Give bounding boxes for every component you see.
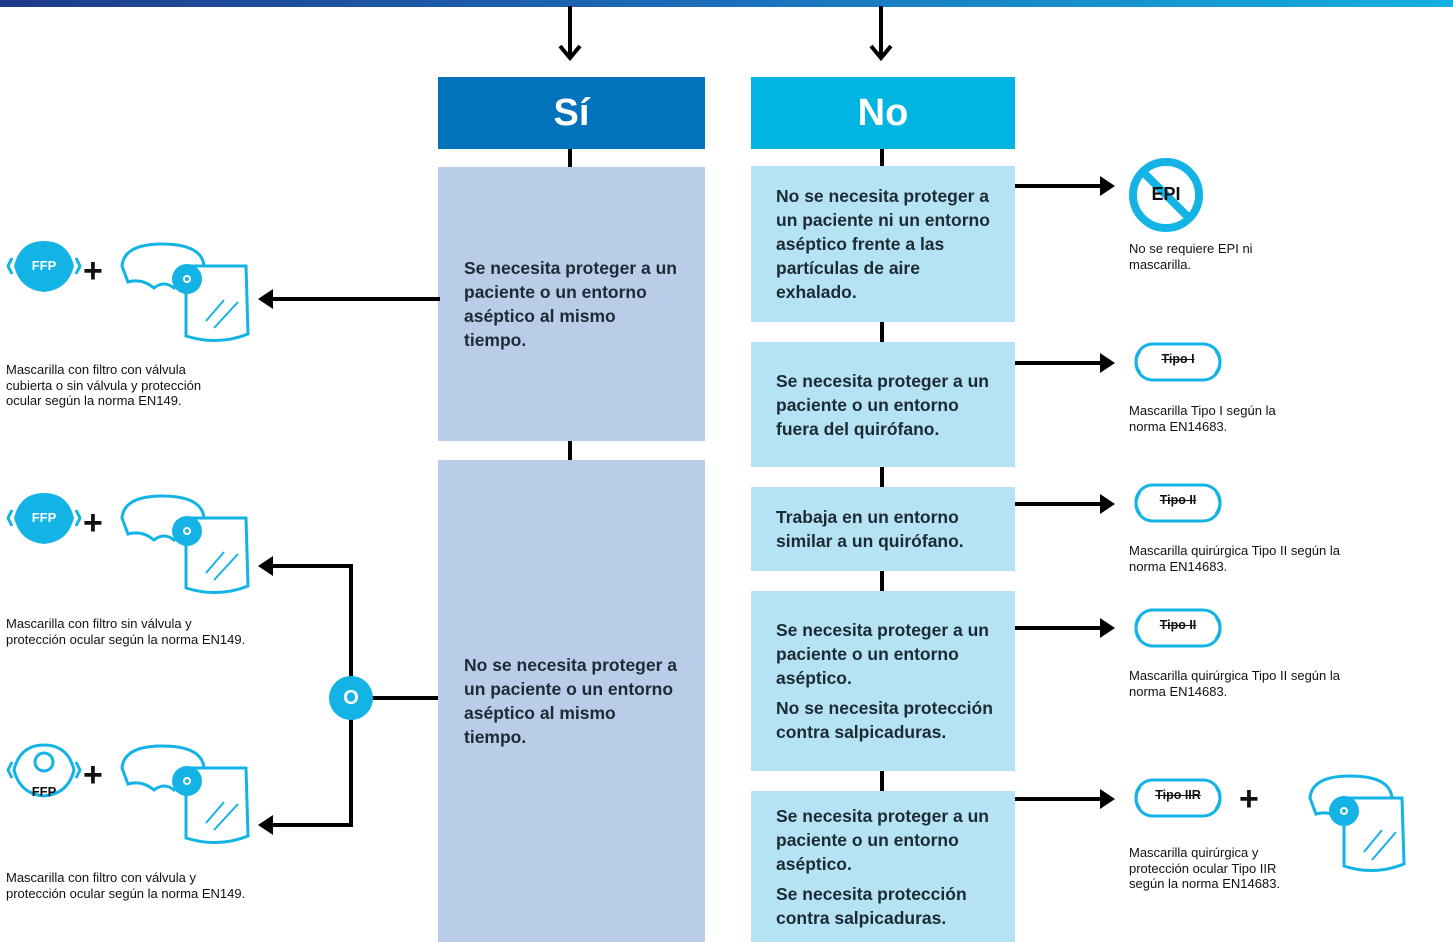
no-box-1: No se necesita proteger a un paciente ni… — [751, 166, 1015, 322]
arrow-right-icon — [1015, 176, 1115, 196]
box-text: No se necesita protección contra salpica… — [776, 698, 993, 742]
plus-icon: + — [1239, 780, 1259, 818]
no-epi-icon — [1129, 158, 1203, 232]
connector-line — [568, 441, 572, 460]
surgical-mask-icon: Tipo I — [1130, 342, 1226, 382]
surgical-mask-icon: Tipo II — [1130, 483, 1226, 523]
surgical-mask-icon: Tipo IIR — [1130, 778, 1226, 818]
goggles-shield-icon — [120, 744, 250, 845]
no-box-3: Trabaja en un entorno similar a un quiró… — [751, 487, 1015, 571]
connector-line — [880, 771, 884, 791]
arrow-right-icon — [1015, 494, 1115, 514]
caption: Mascarilla quirúrgica Tipo II según la n… — [1129, 668, 1340, 699]
box-text: No se necesita proteger a un paciente o … — [464, 655, 677, 747]
box-text: Se necesita proteger a un paciente o un … — [776, 620, 989, 688]
surgical-mask-icon: Tipo II — [1130, 608, 1226, 648]
caption: Mascarilla con filtro sin válvula y prot… — [6, 616, 246, 647]
yes-header: Sí — [438, 77, 705, 149]
plus-icon: + — [83, 756, 103, 794]
goggles-shield-icon — [120, 494, 250, 595]
ffp-valve-mask-icon — [6, 743, 82, 798]
no-box-2: Se necesita proteger a un paciente o un … — [751, 342, 1015, 467]
goggles-shield-icon — [120, 242, 250, 343]
plus-icon: + — [83, 252, 103, 290]
box-text: Se necesita protección contra salpicadur… — [776, 883, 967, 928]
ffp-label: FFP — [31, 258, 57, 273]
goggles-shield-icon — [1308, 774, 1406, 872]
ffp-label: FFP — [31, 510, 57, 525]
mask-label: Tipo IIR — [1155, 788, 1201, 802]
mask-label: Tipo II — [1159, 618, 1197, 632]
caption: Mascarilla con filtro con válvula cubier… — [6, 362, 202, 408]
arrow-down-icon — [558, 6, 582, 62]
box-text: Se necesita proteger a un paciente o un … — [776, 370, 989, 439]
or-badge: O — [329, 676, 373, 720]
arrow-right-icon — [1015, 618, 1115, 638]
caption: Mascarilla con filtro con válvula y prot… — [6, 870, 246, 901]
ffp-label: FFP — [31, 784, 57, 799]
plus-icon: + — [83, 504, 103, 542]
connector-line — [568, 149, 572, 167]
mask-label: Tipo I — [1161, 352, 1195, 366]
box-text: Trabaja en un entorno similar a un quiró… — [776, 507, 964, 551]
top-gradient-bar — [0, 0, 1453, 7]
box-text: Se necesita proteger a un paciente o un … — [464, 258, 677, 350]
caption: Mascarilla Tipo I según la norma EN14683… — [1129, 403, 1276, 434]
yes-box-simultaneous: Se necesita proteger a un paciente o un … — [438, 167, 705, 441]
connector-line — [880, 149, 884, 166]
ffp-mask-icon — [6, 241, 82, 292]
connector-line — [880, 467, 884, 487]
no-header: No — [751, 77, 1015, 149]
yes-box-not-simultaneous: No se necesita proteger a un paciente o … — [438, 460, 705, 942]
no-box-4: Se necesita proteger a un paciente o un … — [751, 591, 1015, 771]
caption: Mascarilla quirúrgica y protección ocula… — [1129, 845, 1281, 891]
arrow-left-icon — [258, 289, 440, 309]
connector-line — [880, 322, 884, 342]
epi-label: EPI — [1151, 184, 1181, 204]
caption: Mascarilla quirúrgica Tipo II según la n… — [1129, 543, 1340, 574]
box-text: Se necesita proteger a un paciente o un … — [776, 805, 989, 874]
mask-label: Tipo II — [1159, 493, 1197, 507]
arrow-right-icon — [1015, 353, 1115, 373]
arrow-right-icon — [1015, 789, 1115, 809]
no-box-5: Se necesita proteger a un paciente o un … — [751, 791, 1015, 942]
caption: No se requiere EPI ni mascarilla. — [1129, 241, 1253, 272]
arrow-down-icon — [869, 6, 893, 62]
ffp-mask-icon — [6, 493, 82, 544]
connector-line — [880, 571, 884, 591]
box-text: No se necesita proteger a un paciente ni… — [776, 186, 990, 302]
